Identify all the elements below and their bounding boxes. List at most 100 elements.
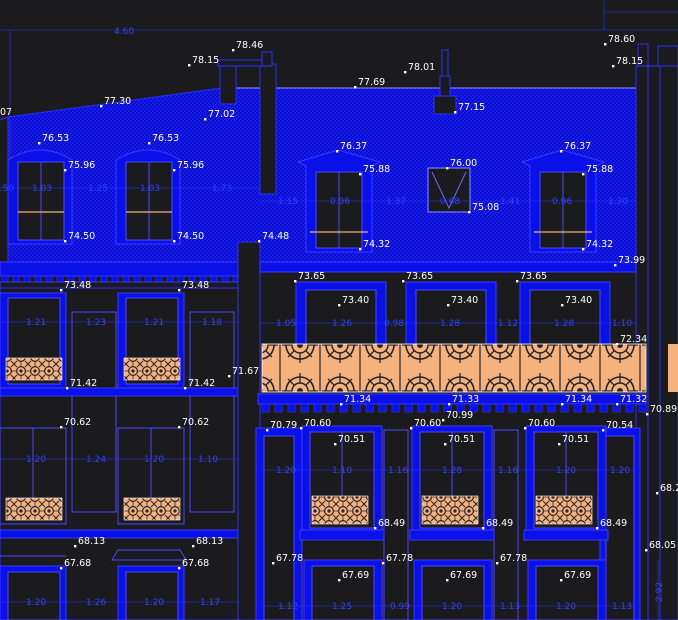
left-balcony-a-label: 71.42 (70, 378, 97, 389)
dentil (560, 403, 569, 413)
elevation-tick (178, 426, 181, 429)
balcony-3-slab-label: 71.34 (565, 394, 592, 405)
dentil (210, 275, 218, 283)
sill-2-label: 68.49 (486, 518, 513, 529)
balcony-soffit-label: 70.99 (446, 410, 473, 421)
dim-lower-right-1: 1.25 (332, 602, 352, 612)
dim-lower-left-3: 1.17 (200, 598, 220, 608)
balcony-left-a-ornament (5, 357, 63, 381)
elevation-tick (604, 43, 607, 46)
dentil (417, 403, 426, 413)
facade-left (0, 287, 239, 620)
dentil (166, 275, 174, 283)
dormer-right-1-top-label: 76.37 (340, 141, 367, 152)
elevation-tick (454, 111, 457, 114)
elevation-tick (382, 562, 385, 565)
balcony-left-d-ornament (123, 497, 181, 521)
elevation-tick (232, 49, 235, 52)
elevation-tick (404, 71, 407, 74)
dim-middle-left-3: 1.10 (198, 455, 218, 465)
elevation-tick (446, 579, 449, 582)
chimney-middle (433, 49, 457, 115)
dormer-right-2-spring-label: 75.88 (586, 164, 613, 175)
left-window-b-lower-label: 70.62 (182, 417, 209, 428)
elevation-tick (74, 545, 77, 548)
elevation-labels: 4.60 78.46 78.15 77.02 78.01 77.15 77.69… (0, 27, 678, 581)
elevation-tick (442, 419, 445, 422)
elevation-tick (173, 169, 176, 172)
elevation-tick (616, 403, 619, 406)
elevation-tick (560, 150, 563, 153)
elevation-tick (558, 443, 561, 446)
elevation-tick (646, 413, 649, 416)
chimney-right-top-label: 78.60 (608, 34, 635, 45)
elevation-tick (60, 289, 63, 292)
right-window-1-head-label: 73.65 (298, 271, 325, 282)
dentil (12, 275, 20, 283)
chimney-left-top-label: 78.46 (236, 40, 263, 51)
balcony-small-3-ornament (535, 495, 593, 525)
dentil (274, 403, 283, 413)
dim-middle-right-6: 1.20 (610, 466, 630, 476)
dentil (100, 275, 108, 283)
dormer-right-1-spring-label: 75.88 (363, 164, 390, 175)
left-pier-label: 71.67 (232, 366, 259, 377)
elevation-tick (60, 567, 63, 570)
chimney-mid-top-label: 78.01 (408, 62, 435, 73)
dormer-left-a-spring-label: 75.96 (68, 160, 95, 171)
elevation-tick (561, 403, 564, 406)
elevation-tick (446, 167, 449, 170)
elevation-tick (402, 280, 405, 283)
right-window-3-head-label: 73.65 (520, 271, 547, 282)
dormer-left-a-top-label: 76.53 (42, 133, 69, 144)
far-right-mid-label: 68.2 (660, 483, 678, 494)
dimension-lines (0, 187, 659, 620)
dentil (365, 403, 374, 413)
elevation-tick (60, 426, 63, 429)
dentil (122, 275, 130, 283)
balcony-small-2-ornament (421, 495, 479, 525)
dim-upper-right-0: 1.05 (276, 319, 296, 329)
dentil (443, 403, 452, 413)
dentil (586, 403, 595, 413)
dim-lower-right-3: 1.20 (442, 602, 462, 612)
elevation-tick (178, 567, 181, 570)
elevation-tick (582, 248, 585, 251)
elevation-tick (148, 142, 151, 145)
dentil (144, 275, 152, 283)
pier-left-label: 70.79 (270, 420, 297, 431)
dormer-left-a-sill-label: 74.50 (68, 231, 95, 242)
elevation-tick (338, 304, 341, 307)
right-window-1-top-label: 73.40 (342, 295, 369, 306)
dormer-right-1-sill-label: 74.32 (363, 239, 390, 250)
left-cornice-a-label: 68.13 (78, 536, 105, 547)
elevation-tick (173, 240, 176, 243)
lower-top-3-label: 67.69 (564, 570, 591, 581)
cornice-right-label: 73.99 (618, 255, 645, 266)
dentil (111, 275, 119, 283)
elevation-tick (258, 240, 261, 243)
dormer-right-2-top-label: 76.37 (564, 141, 591, 152)
left-window-a-top-label: 73.48 (64, 280, 91, 291)
dim-upper-right-5: 1.28 (554, 319, 574, 329)
left-cornice-b-label: 68.13 (196, 536, 223, 547)
elevation-marks (38, 43, 659, 582)
second-floor-3-head-label: 70.60 (528, 418, 555, 429)
second-floor-2-head-label: 70.60 (414, 418, 441, 429)
elevation-tick (614, 264, 617, 267)
left-balcony-b-label: 71.42 (188, 378, 215, 389)
second-floor-3-top-label: 70.51 (562, 434, 589, 445)
elevation-tick (410, 427, 413, 430)
balcony-left-b-ornament (123, 357, 181, 381)
oculus-top-label: 76.00 (450, 158, 477, 169)
dormer-left-b-spring-label: 75.96 (177, 160, 204, 171)
dim-vertical-right: 2.92 (655, 582, 665, 602)
second-floor-2-top-label: 70.51 (448, 434, 475, 445)
dim-dormer-right-2: 1.37 (386, 197, 406, 207)
dim-middle-left-2: 1.20 (144, 455, 164, 465)
elevation-tick (294, 280, 297, 283)
dim-middle-left-1: 1.24 (86, 455, 106, 465)
dentil (508, 403, 517, 413)
chimney-left-shoulder-label: 78.15 (192, 55, 219, 66)
dormer-left-b-top-label: 76.53 (152, 133, 179, 144)
